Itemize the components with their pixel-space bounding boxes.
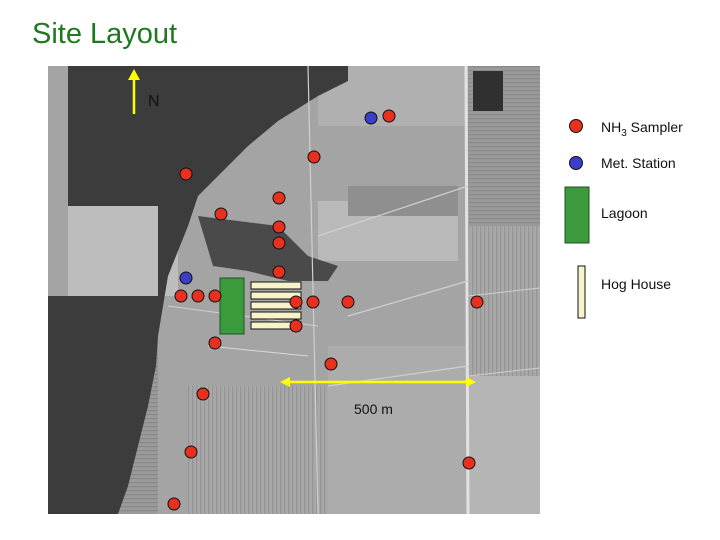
nh3-samplers — [167, 109, 484, 511]
legend-symbols — [564, 119, 590, 319]
scale-bar-label: 500 m — [354, 401, 393, 417]
legend-sampler-suffix: Sampler — [626, 119, 683, 135]
legend-sampler-symbol — [569, 119, 583, 133]
nh3-sampler-marker — [196, 387, 210, 401]
track-3 — [347, 280, 469, 317]
field-central-dark — [348, 186, 458, 216]
road-main — [464, 66, 470, 514]
met-station-marker — [179, 271, 193, 285]
hog-house — [250, 311, 302, 320]
legend-station-symbol — [569, 156, 583, 170]
nh3-sampler-marker — [272, 191, 286, 205]
legend-station-label: Met. Station — [601, 155, 676, 171]
north-arrow: N — [128, 69, 160, 114]
nh3-sampler-marker — [272, 220, 286, 234]
nh3-sampler-marker — [184, 445, 198, 459]
nh3-sampler-marker — [272, 236, 286, 250]
track-7 — [467, 287, 540, 297]
nh3-sampler-marker — [214, 207, 228, 221]
north-arrow-head — [128, 69, 140, 80]
legend-hog-house-label: Hog House — [601, 276, 672, 292]
field-south — [188, 386, 328, 514]
track-6 — [207, 345, 309, 357]
legend-lagoon-label: Lagoon — [601, 205, 648, 221]
page-title: Site Layout — [32, 18, 178, 50]
scale-bar-left-arrowhead — [280, 377, 290, 387]
nh3-sampler-marker — [179, 167, 193, 181]
hog-house — [250, 291, 302, 300]
nh3-sampler-marker — [306, 295, 320, 309]
nh3-sampler-marker — [272, 265, 286, 279]
legend-sampler-label: NH3 Sampler — [601, 119, 683, 139]
nh3-sampler-marker — [324, 357, 338, 371]
woodland-northeast — [473, 71, 503, 111]
track-8 — [467, 367, 540, 377]
met-stations — [179, 111, 378, 285]
woodland — [48, 66, 348, 514]
legend-sampler-subscript: 3 — [621, 127, 627, 139]
nh3-sampler-marker — [208, 289, 222, 303]
hog-house — [250, 281, 302, 290]
aerial-map: N 500 m — [48, 66, 540, 514]
nh3-sampler-marker — [191, 289, 205, 303]
north-label: N — [148, 93, 160, 110]
lagoon — [219, 277, 245, 335]
woodland-patch — [198, 216, 338, 281]
scale-bar: 500 m — [280, 377, 476, 417]
legend-hog-house-symbol — [577, 265, 586, 319]
nh3-sampler-marker — [174, 289, 188, 303]
nh3-sampler-marker — [289, 319, 303, 333]
nh3-sampler-marker — [289, 295, 303, 309]
nh3-sampler-marker — [307, 150, 321, 164]
nh3-sampler-marker — [341, 295, 355, 309]
met-station-marker — [364, 111, 378, 125]
nh3-sampler-marker — [167, 497, 181, 511]
legend-sampler-prefix: NH — [601, 119, 622, 135]
track-2 — [317, 185, 469, 237]
field-southcentral — [328, 346, 468, 514]
nh3-sampler-marker — [462, 456, 476, 470]
nh3-sampler-marker — [208, 336, 222, 350]
nh3-sampler-marker — [382, 109, 396, 123]
track-1 — [307, 66, 319, 514]
scale-bar-right-arrowhead — [466, 377, 476, 387]
field-southeast — [468, 376, 540, 514]
nh3-sampler-marker — [470, 295, 484, 309]
legend-lagoon-symbol — [564, 186, 590, 244]
